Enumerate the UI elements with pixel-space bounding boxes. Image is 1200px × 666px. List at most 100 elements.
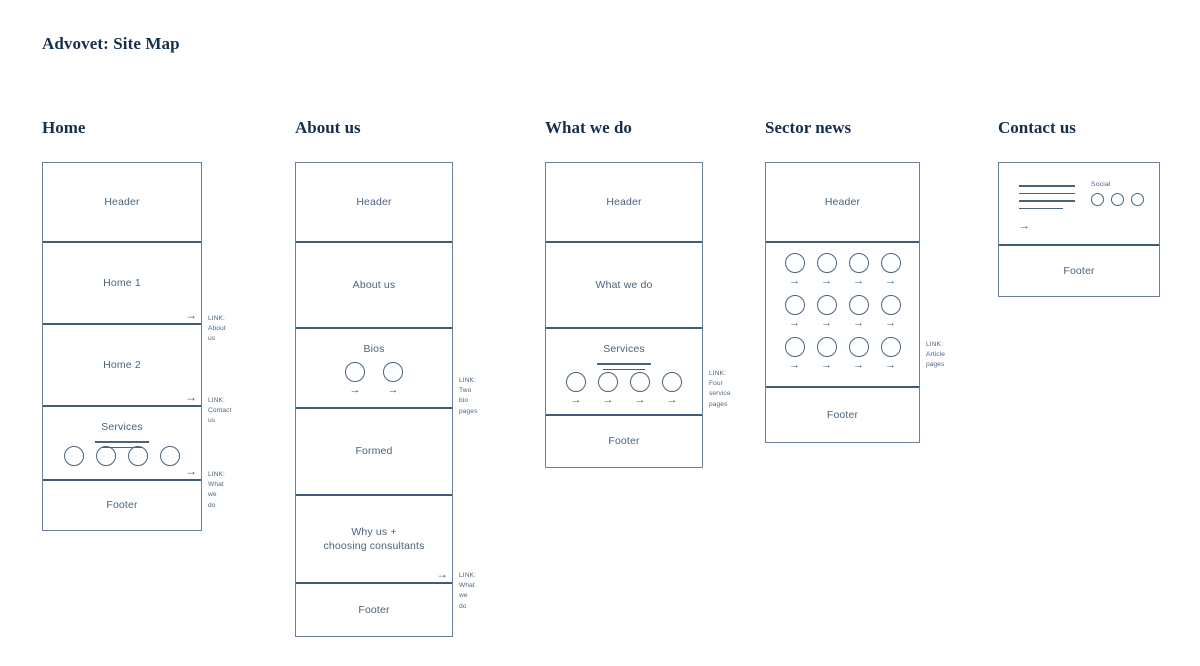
article-circle[interactable]: → [880, 295, 901, 329]
page-box-contact-us: → Social Footer [998, 162, 1160, 297]
rule-lines [546, 363, 702, 371]
service-circle[interactable] [64, 446, 84, 466]
section-services[interactable]: Services → [43, 407, 201, 481]
column-about-us: About us Header About us Bios → → Formed [295, 118, 477, 637]
article-circle[interactable]: → [848, 295, 869, 329]
service-circle[interactable] [160, 446, 180, 466]
circle-icon [784, 253, 805, 273]
section-footer[interactable]: Footer [999, 246, 1159, 296]
article-circle[interactable]: → [816, 337, 837, 371]
circle-icon [816, 253, 837, 273]
section-services[interactable]: Services → → → [546, 329, 702, 416]
column-contact-us: Contact us → Social [998, 118, 1160, 297]
circle-icon [848, 295, 869, 315]
service-circle[interactable] [96, 446, 116, 466]
article-circle[interactable]: → [784, 337, 805, 371]
circle-icon [848, 253, 869, 273]
service-circle[interactable]: → [662, 371, 682, 406]
circle-icon[interactable] [1131, 193, 1144, 206]
circle-icon[interactable] [1091, 193, 1104, 206]
circle-icon [784, 295, 805, 315]
circle-icon [848, 337, 869, 357]
article-circle[interactable]: → [816, 253, 837, 287]
arrow-right-icon: → [821, 275, 832, 287]
circle-icon [64, 446, 84, 466]
article-circle[interactable]: → [880, 253, 901, 287]
section-label: Footer [1063, 264, 1095, 277]
arrow-right-icon: → [885, 275, 896, 287]
section-footer[interactable]: Footer [296, 584, 452, 636]
article-circle-row: → → → → [784, 295, 901, 329]
rule-line [597, 363, 651, 365]
service-circle[interactable] [128, 446, 148, 466]
link-note-about-us: LINK: About us [208, 315, 226, 343]
circle-icon [662, 371, 682, 392]
section-about-us[interactable]: About us [296, 243, 452, 329]
circle-icon [880, 337, 901, 357]
arrow-right-icon: → [570, 393, 582, 406]
article-circle[interactable]: → [784, 295, 805, 329]
rule-line [95, 441, 149, 443]
social-label: Social [1091, 181, 1111, 188]
bio-circle[interactable]: → [345, 362, 365, 396]
article-circle[interactable]: → [784, 253, 805, 287]
arrow-right-icon: → [789, 359, 800, 371]
section-contact-form[interactable]: → Social [999, 163, 1159, 246]
section-header[interactable]: Header [766, 163, 919, 243]
service-circle-row: → → → → [566, 371, 682, 406]
form-line [1019, 192, 1075, 195]
rule-line [101, 446, 143, 449]
article-circle-row: → → → → [784, 253, 901, 287]
section-header[interactable]: Header [546, 163, 702, 243]
article-circle[interactable]: → [816, 295, 837, 329]
section-why-us[interactable]: Why us + choosing consultants → [296, 496, 452, 584]
arrow-right-icon: → [821, 317, 832, 329]
article-circle[interactable]: → [848, 337, 869, 371]
link-note-contact-us: LINK: Contact us [208, 397, 232, 425]
arrow-right-icon: → [853, 317, 864, 329]
section-formed[interactable]: Formed [296, 409, 452, 496]
section-label: About us [352, 278, 396, 291]
section-footer[interactable]: Footer [546, 416, 702, 467]
section-label: Footer [826, 408, 859, 421]
page-box-what-we-do: Header What we do Services → → [545, 162, 703, 468]
arrow-right-icon: → [436, 567, 448, 581]
form-line [1019, 200, 1075, 202]
section-home-1[interactable]: Home 1 → [43, 243, 201, 325]
circle-icon [96, 446, 116, 466]
bio-circle[interactable]: → [383, 362, 403, 396]
circle-icon [816, 295, 837, 315]
circle-icon [345, 362, 365, 382]
section-home-2[interactable]: Home 2 → [43, 325, 201, 407]
circle-icon [128, 446, 148, 466]
arrow-right-icon: → [821, 359, 832, 371]
section-footer[interactable]: Footer [766, 388, 919, 442]
form-line [1019, 207, 1063, 210]
arrow-right-icon: → [185, 308, 197, 322]
link-note-four-service-pages: LINK: Four service pages [709, 370, 731, 408]
section-header[interactable]: Header [296, 163, 452, 243]
article-circle[interactable]: → [848, 253, 869, 287]
column-title-sector-news: Sector news [765, 118, 852, 137]
circle-icon [598, 371, 618, 392]
column-title-about-us: About us [295, 118, 361, 137]
circle-icon [383, 362, 403, 382]
page-box-sector-news: Header → → → → → → → → → → → → Foo [765, 162, 920, 443]
section-label: Bios [363, 343, 385, 355]
service-circle[interactable]: → [630, 371, 650, 406]
service-circle[interactable]: → [566, 371, 586, 406]
arrow-right-icon: → [789, 317, 800, 329]
section-bios[interactable]: Bios → → [296, 329, 452, 409]
article-circle[interactable]: → [880, 337, 901, 371]
section-article-grid[interactable]: → → → → → → → → → → → → [766, 243, 919, 388]
page-title: Advovet: Site Map [42, 34, 180, 53]
column-what-we-do: What we do Header What we do Services → … [545, 118, 730, 468]
section-footer[interactable]: Footer [43, 481, 201, 530]
section-label: What we do [595, 278, 653, 291]
service-circle[interactable]: → [598, 371, 618, 406]
section-header[interactable]: Header [43, 163, 201, 243]
circle-icon[interactable] [1111, 193, 1124, 206]
section-what-we-do[interactable]: What we do [546, 243, 702, 329]
arrow-right-icon: → [602, 393, 614, 406]
section-label: Home 1 [103, 276, 141, 289]
